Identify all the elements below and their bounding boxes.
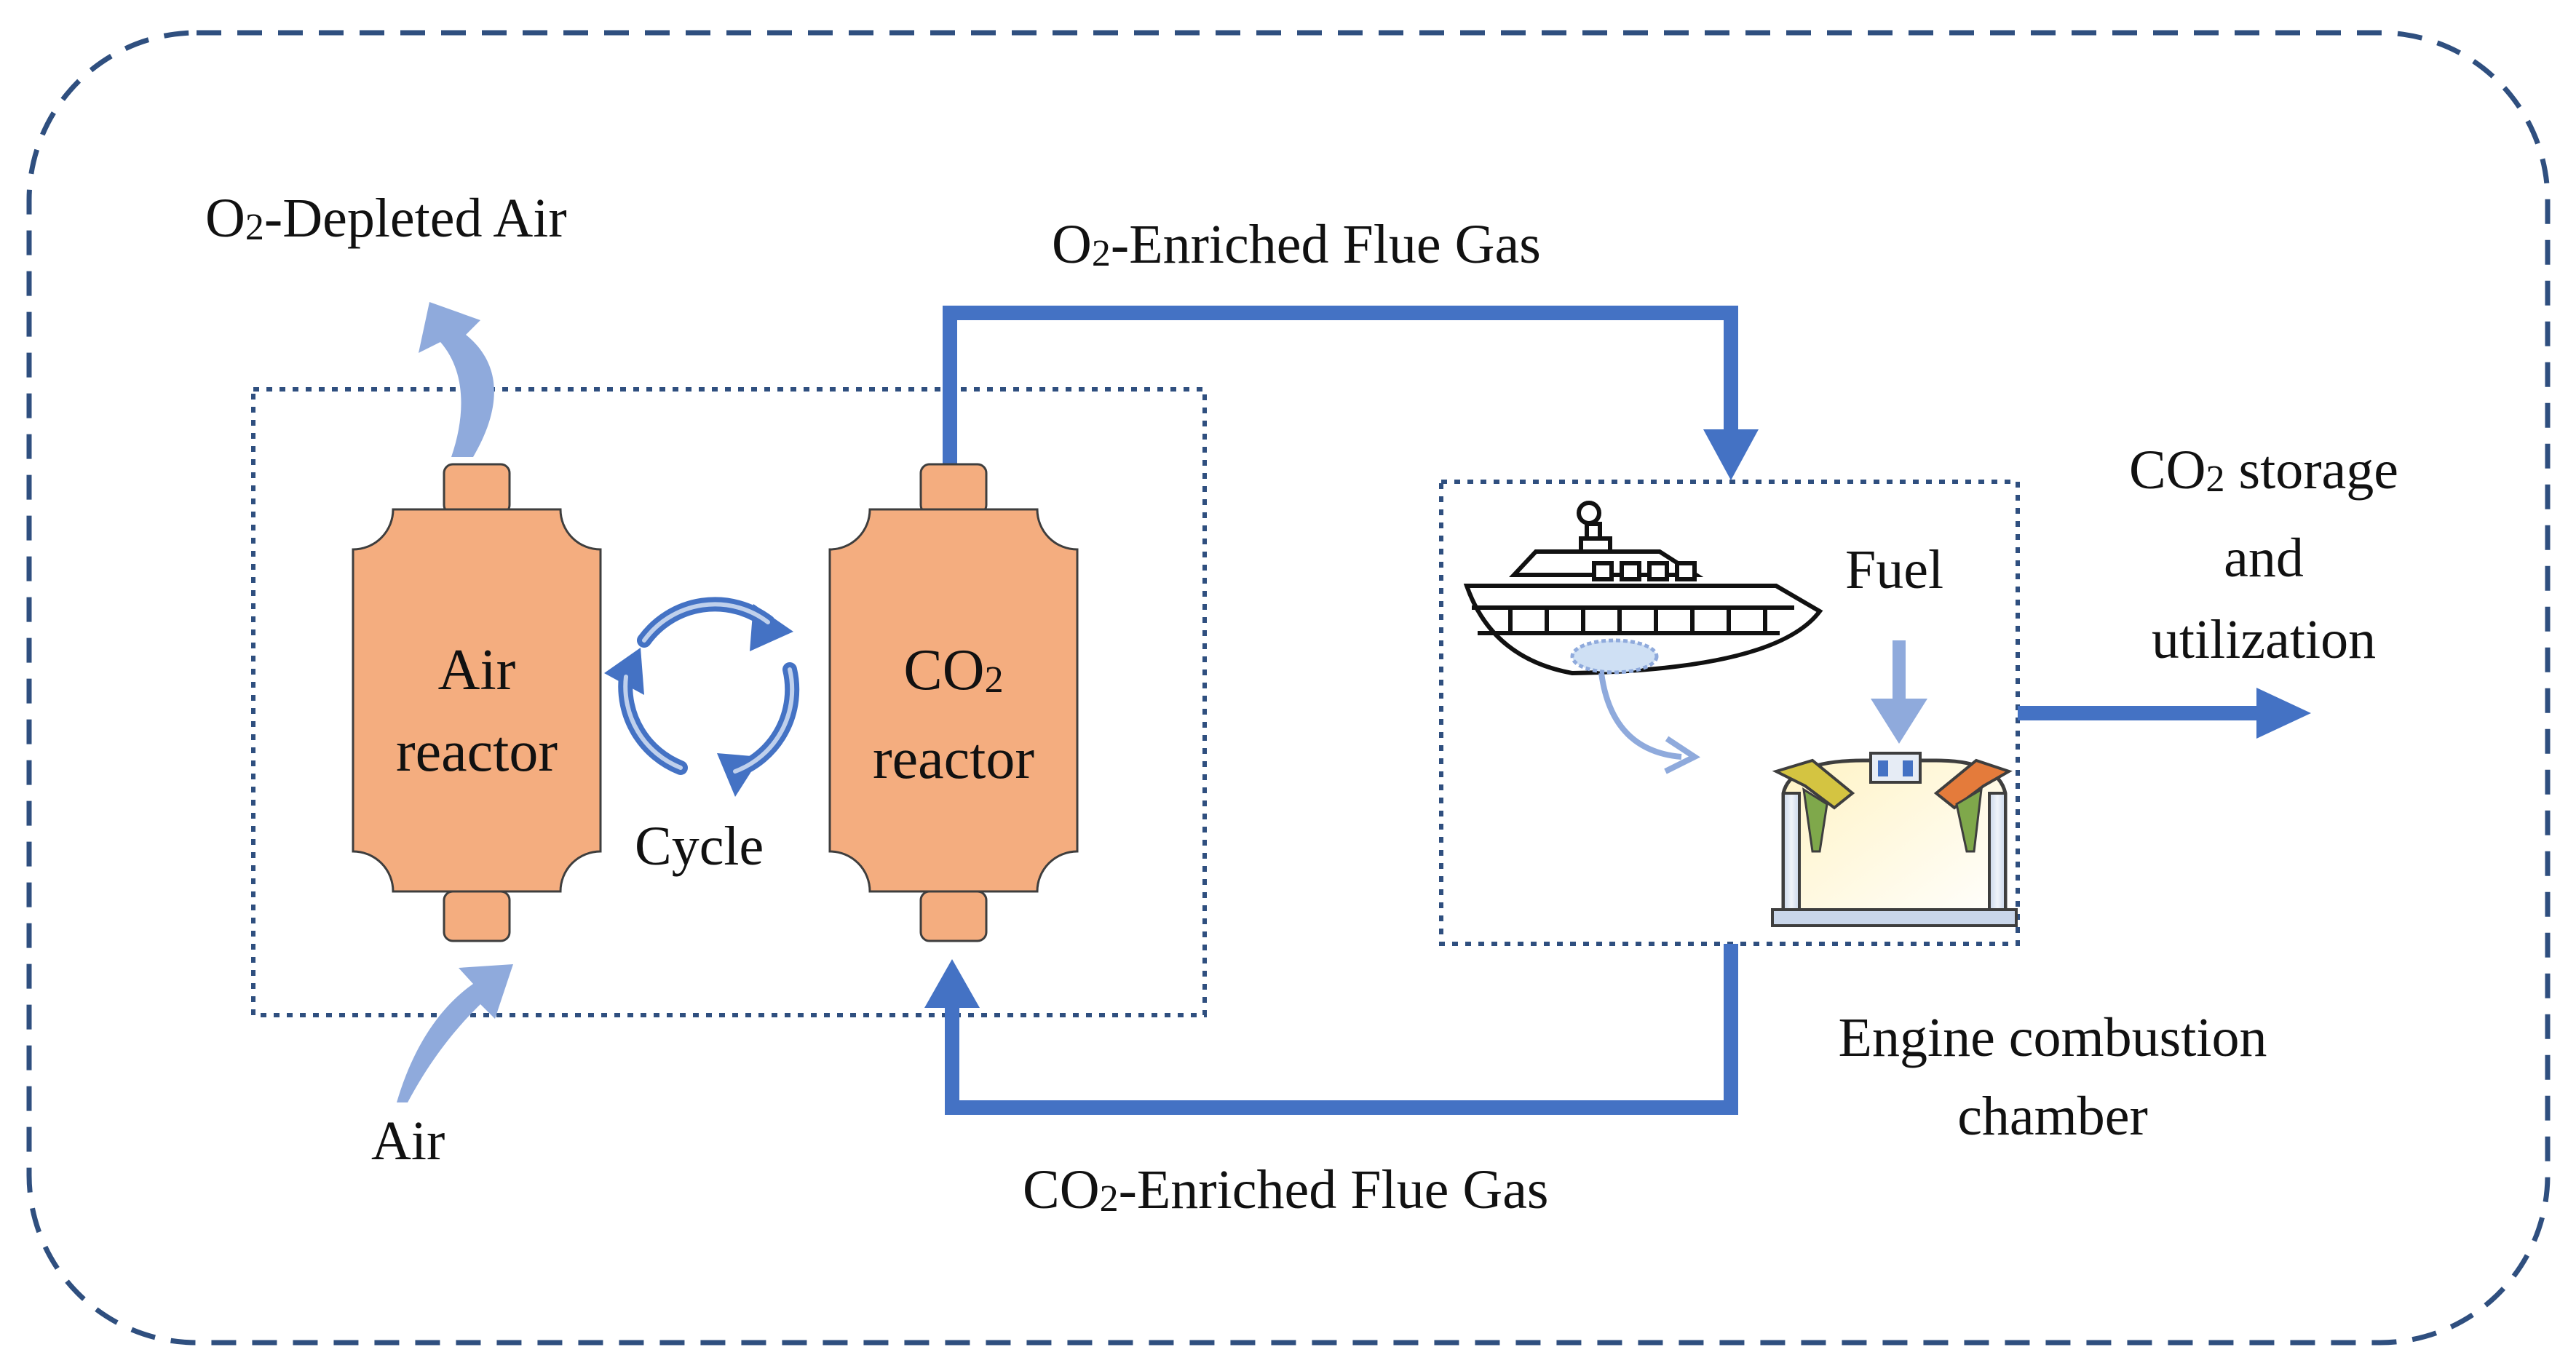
co2-reactor (828, 463, 1079, 942)
air-reactor-label: Air reactor (395, 638, 558, 784)
air-inlet-arrow (397, 964, 513, 1102)
co2-storage-line3: utilization (2151, 609, 2377, 670)
co2-output-arrowhead (2256, 688, 2311, 739)
air-reactor-bottom-nozzle (443, 890, 511, 942)
fuel-arrow-shaft (1893, 640, 1906, 702)
ship-fuel-tank (1570, 638, 1659, 675)
o2-depleted-air-arrow (419, 302, 494, 457)
fuel-label: Fuel (1845, 539, 1944, 600)
o2-enriched-flow-arrow (943, 306, 1738, 466)
co2-enriched-arrowhead (924, 959, 980, 1008)
co2-storage-label: CO2 storage and utilization (2096, 429, 2431, 680)
air-label: Air (371, 1110, 445, 1172)
co2-storage-line2: and (2224, 528, 2304, 589)
reactor-group-box (251, 387, 1207, 1017)
air-reactor-top-nozzle (443, 463, 511, 515)
fuel-arrowhead (1871, 699, 1927, 744)
co2-storage-line1: CO2 storage (2128, 440, 2399, 501)
outer-dashed-border (26, 30, 2551, 1346)
o2-enriched-flue-gas-label: O2-Enriched Flue Gas (1052, 214, 1541, 275)
air-reactor (352, 463, 602, 942)
ship-to-engine-arrow (1598, 672, 1682, 760)
engine-combustion-chamber-label: Engine combustion chamber (1838, 1007, 2267, 1147)
co2-enriched-flue-gas-label: CO2-Enriched Flue Gas (1023, 1159, 1549, 1220)
co2-reactor-bottom-nozzle (919, 890, 988, 942)
ship-icon (1463, 501, 1823, 676)
o2-enriched-arrowhead (1703, 429, 1759, 480)
cycle-label: Cycle (635, 816, 764, 877)
co2-enriched-flow-arrow (945, 944, 1738, 1115)
air-reactor-body (352, 508, 602, 893)
co2-reactor-label: CO2 reactor (872, 638, 1035, 791)
engine-chamber-icon (1771, 752, 2018, 927)
o2-depleted-air-label: O2-Depleted Air (205, 188, 567, 249)
co2-reactor-body (828, 508, 1079, 893)
co2-reactor-top-nozzle (919, 463, 988, 515)
